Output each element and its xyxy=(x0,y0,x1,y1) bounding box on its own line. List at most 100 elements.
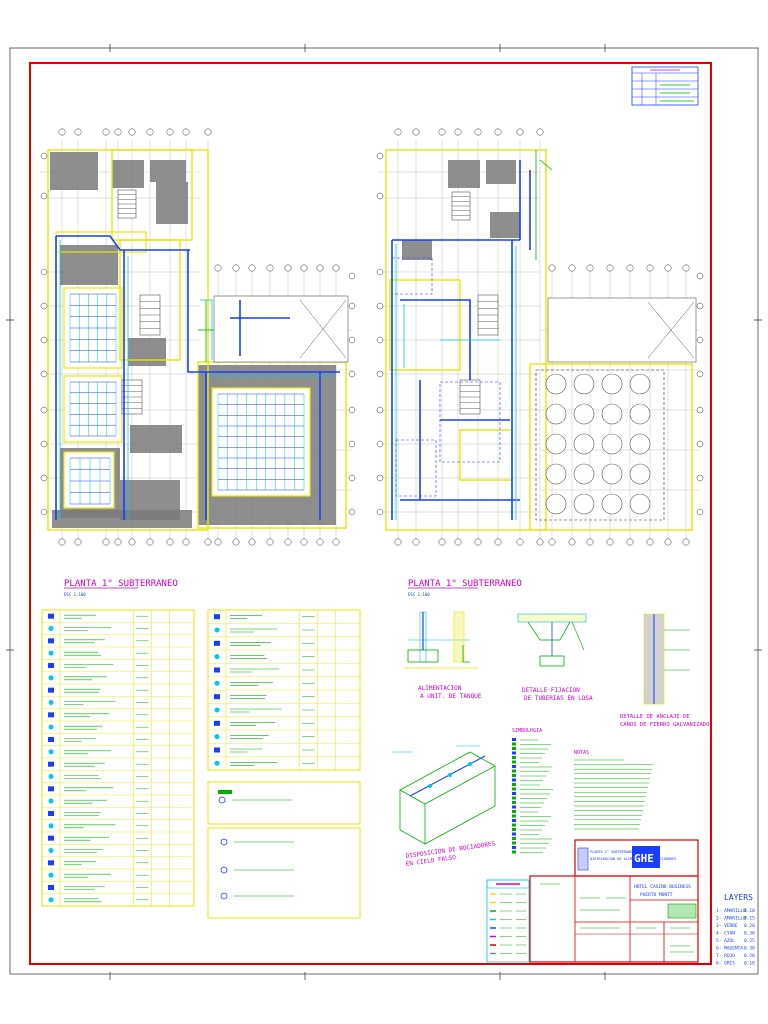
grid-bubble xyxy=(696,474,704,482)
grid-bubble xyxy=(494,128,502,136)
grid-bubble xyxy=(266,538,274,546)
symbol-mark xyxy=(512,747,516,750)
legend-symbol xyxy=(48,811,54,816)
grid-bubble xyxy=(146,128,154,136)
grid-bubble xyxy=(376,302,384,310)
grid-bubble xyxy=(232,538,240,546)
layer-name: 6- MAGENTA xyxy=(716,946,743,952)
layer-name: 4- CYAN xyxy=(716,931,735,937)
wall xyxy=(111,149,193,241)
revision-table xyxy=(631,66,699,106)
symbol-mark xyxy=(512,841,516,845)
legend-table-left xyxy=(41,609,195,907)
layer-value: 0.10 xyxy=(744,908,755,914)
column-circle xyxy=(573,433,595,455)
plan-title-right-text: PLANTA 1° SUBTERRANEO xyxy=(408,579,522,589)
wall xyxy=(389,279,461,371)
paper-frame xyxy=(9,47,759,975)
symbol-mark xyxy=(512,756,516,759)
symbol-mark xyxy=(512,796,516,800)
legend-symbol xyxy=(214,614,220,620)
legend-frame xyxy=(207,781,361,825)
gray-zone xyxy=(52,510,192,528)
column-circle xyxy=(629,463,651,485)
grid-bubble xyxy=(300,538,308,546)
layer-name: 1- AMARILLO xyxy=(716,908,746,914)
legend-symbol xyxy=(48,897,54,903)
gray-zone xyxy=(128,338,166,366)
grid-bubble xyxy=(696,406,704,414)
grid-bubble xyxy=(102,538,110,546)
wall xyxy=(459,429,513,481)
symbol-mark xyxy=(512,792,516,795)
symbol-mark xyxy=(512,828,516,831)
layer-name: 8- GRIS xyxy=(716,961,735,967)
legend-symbol xyxy=(48,848,54,853)
grid-bubble xyxy=(548,538,556,546)
layer-value: 0.30 xyxy=(744,931,755,937)
grid-bubble xyxy=(204,538,212,546)
ramp-area xyxy=(213,295,349,363)
symbol-mark xyxy=(512,751,516,755)
symbol-mark xyxy=(512,850,516,854)
column-circle xyxy=(573,493,595,515)
column-circle xyxy=(573,463,595,485)
legend-symbol xyxy=(48,786,54,792)
detail-anclaje: DETALLE DE ANCLAJE DE CAÑOS DE FIERRO GA… xyxy=(620,613,709,728)
symbol-mark xyxy=(512,810,516,813)
symbol-mark xyxy=(512,769,516,773)
column-circle xyxy=(601,403,623,425)
grid-bubble xyxy=(606,538,614,546)
grid-bubble xyxy=(40,192,48,200)
legend-symbol xyxy=(48,712,54,718)
grid-bubble xyxy=(348,302,356,310)
grid-bubble xyxy=(232,264,240,272)
detail-anclaje-subtitle: CAÑOS DE FIERRO GALVANIZADO xyxy=(620,721,709,728)
grid-bubble xyxy=(494,538,502,546)
ramp-cross xyxy=(299,299,347,359)
legend-symbol xyxy=(214,694,220,700)
grid-bubble xyxy=(682,264,690,272)
detail-alimentacion-title: ALIMENTACION xyxy=(418,685,462,692)
grid-bubble xyxy=(332,538,340,546)
grid-bubble xyxy=(586,538,594,546)
grid-bubble xyxy=(568,538,576,546)
secondary-pipe xyxy=(200,299,213,360)
symbol-mark xyxy=(512,832,516,836)
symbol-mark xyxy=(512,778,516,782)
grid-bubble xyxy=(696,272,704,280)
grid-bubble xyxy=(376,152,384,160)
drawing-border xyxy=(29,62,712,965)
column-circle xyxy=(629,373,651,395)
frame-ticks xyxy=(6,44,762,980)
grid-bubble xyxy=(376,336,384,344)
plan-title-left-text: PLANTA 1° SUBTERRANEO xyxy=(64,579,178,589)
legend-symbol xyxy=(48,687,54,693)
layer-name: 2- AMARILLO xyxy=(716,916,746,922)
symbol-mark xyxy=(512,801,516,804)
gray-zone xyxy=(486,160,516,184)
title-block-sheet: PLANTA 1° SUBTERRANEO xyxy=(590,850,634,854)
company-logo: GHE xyxy=(634,852,654,865)
symbol-mark xyxy=(512,738,516,741)
legend-symbol xyxy=(48,663,54,668)
line-weight-table xyxy=(486,879,530,963)
grid-bubble xyxy=(40,406,48,414)
detail-anclaje-title: DETALLE DE ANCLAJE DE xyxy=(620,714,690,720)
grid-bubble xyxy=(474,128,482,136)
dashed-box xyxy=(439,381,501,463)
grid-bubble xyxy=(166,538,174,546)
legend-symbol xyxy=(48,798,54,804)
legend-symbol xyxy=(214,654,220,660)
legend-symbol xyxy=(214,680,220,686)
legend-symbol xyxy=(48,860,54,866)
grid-bubble xyxy=(316,538,324,546)
grid-bubble xyxy=(536,128,544,136)
gray-zone xyxy=(112,160,144,188)
title-block-city: PUERTO MONTT xyxy=(640,892,673,898)
grid-bubble xyxy=(438,538,446,546)
grid-bubble xyxy=(348,336,356,344)
symbol-mark xyxy=(512,787,516,791)
